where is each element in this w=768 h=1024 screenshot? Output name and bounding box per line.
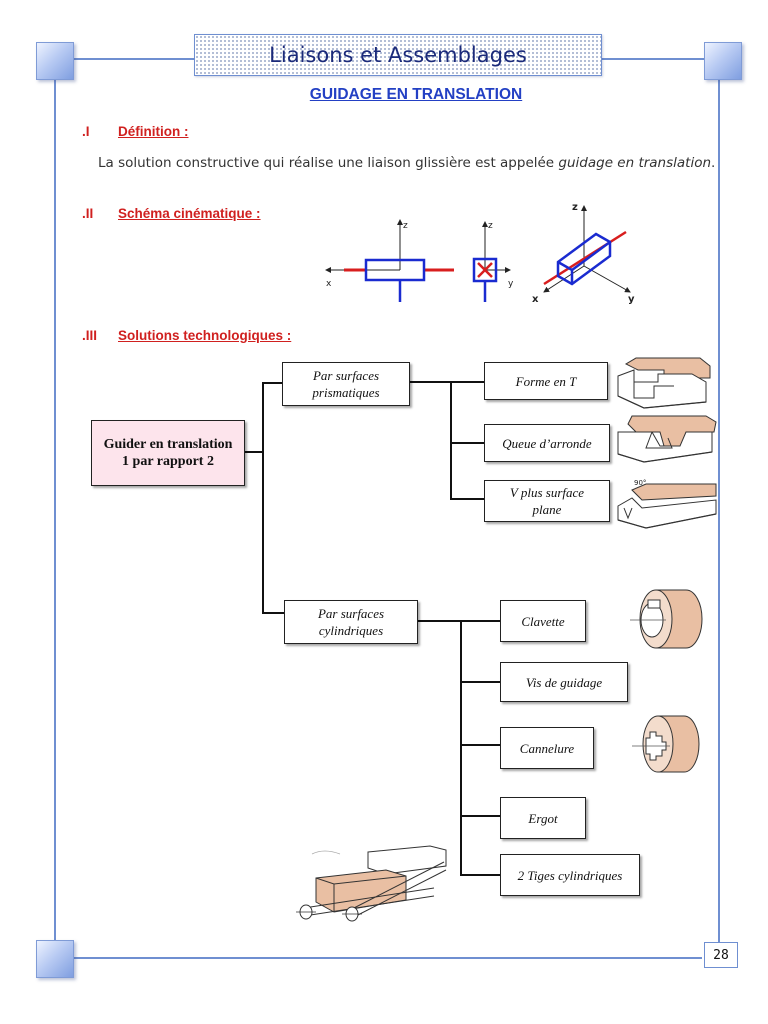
section-number: .I <box>82 124 90 139</box>
frame-line-left <box>54 76 56 944</box>
section-solutions-heading: .III Solutions technologiques : <box>82 328 291 343</box>
connector <box>460 620 462 876</box>
kinematic-schema-figure: x z z y z x y <box>325 202 635 305</box>
document-title: Liaisons et Assemblages <box>269 43 527 67</box>
connector <box>460 874 500 876</box>
section-number: .III <box>82 328 98 343</box>
schema-isometric-view: z x y <box>532 202 635 305</box>
connector <box>460 744 500 746</box>
axis-label-x: x <box>532 294 539 305</box>
connector <box>262 382 264 614</box>
document-subtitle-row: GUIDAGE EN TRANSLATION <box>0 84 768 104</box>
leaf-vis-de-guidage: Vis de guidage <box>500 662 628 702</box>
section-title: Schéma cinématique : <box>118 206 261 221</box>
two-rods-illustration <box>296 845 447 922</box>
node-label: Par surfaces cylindriques <box>317 606 385 638</box>
t-slot-illustration <box>617 357 711 409</box>
connector <box>262 382 282 384</box>
leaf-label: Ergot <box>528 810 558 826</box>
leaf-label: Queue d’arronde <box>502 435 592 451</box>
frame-corner-bottom-left <box>36 940 74 978</box>
schema-front-view: x z <box>325 219 454 302</box>
definition-paragraph: La solution constructive qui réalise une… <box>98 152 728 175</box>
frame-corner-top-right <box>704 42 742 80</box>
section-title: Solutions technologiques : <box>118 328 292 343</box>
axis-label-x: x <box>326 279 332 289</box>
section-title: Définition : <box>118 124 189 139</box>
connector <box>450 442 484 444</box>
connector <box>450 498 484 500</box>
leaf-label: Forme en T <box>515 373 577 389</box>
axis-label-y: y <box>508 279 514 289</box>
section-definition-heading: .I Définition : <box>82 124 189 139</box>
v-angle-label: 90° <box>634 479 646 487</box>
leaf-v-plus-surface-plane: V plus surface plane <box>484 480 610 522</box>
connector <box>243 451 263 453</box>
axis-label-z: z <box>488 221 493 231</box>
leaf-label: 2 Tiges cylindriques <box>517 867 623 883</box>
connector <box>450 381 452 500</box>
root-node-label: Guider en translation 1 par rapport 2 <box>103 437 233 469</box>
leaf-label: Vis de guidage <box>525 674 603 690</box>
leaf-queue-darronde: Queue d’arronde <box>484 424 610 462</box>
leaf-cannelure: Cannelure <box>500 727 594 769</box>
leaf-clavette: Clavette <box>500 600 586 642</box>
frame-corner-top-left <box>36 42 74 80</box>
connector <box>410 381 484 383</box>
leaf-label: V plus surface plane <box>509 485 585 517</box>
leaf-label: Cannelure <box>519 740 575 756</box>
page-number-text: 28 <box>713 947 729 963</box>
section-schema-heading: .II Schéma cinématique : <box>82 206 261 221</box>
definition-term: guidage en translation <box>558 155 712 171</box>
leaf-label: Clavette <box>521 613 565 629</box>
cannelure-illustration <box>632 715 700 773</box>
connector <box>460 815 500 817</box>
definition-end: . <box>711 155 716 171</box>
leaf-ergot: Ergot <box>500 797 586 839</box>
schema-side-view: z y <box>472 221 514 302</box>
node-prismatic: Par surfaces prismatiques <box>282 362 410 406</box>
document-title-box: Liaisons et Assemblages <box>194 34 602 76</box>
leaf-forme-en-t: Forme en T <box>484 362 608 400</box>
frame-line-bottom <box>56 957 702 959</box>
connector <box>460 681 500 683</box>
leaf-2-tiges-cylindriques: 2 Tiges cylindriques <box>500 854 640 896</box>
connector <box>418 620 500 622</box>
axis-label-z: z <box>572 202 578 213</box>
v-guide-illustration: 90° <box>617 479 717 529</box>
definition-text: La solution constructive qui réalise une… <box>98 155 559 171</box>
axis-label-z: z <box>403 221 408 231</box>
section-number: .II <box>82 206 94 221</box>
node-label: Par surfaces prismatiques <box>312 368 380 400</box>
dovetail-illustration <box>617 415 717 463</box>
root-node: Guider en translation 1 par rapport 2 <box>91 420 245 486</box>
document-subtitle: GUIDAGE EN TRANSLATION <box>309 86 523 103</box>
page-number: 28 <box>704 942 738 968</box>
node-cylindrical: Par surfaces cylindriques <box>284 600 418 644</box>
clavette-illustration <box>630 589 703 649</box>
connector <box>262 612 284 614</box>
frame-line-right <box>718 76 720 944</box>
axis-label-y: y <box>628 294 635 305</box>
